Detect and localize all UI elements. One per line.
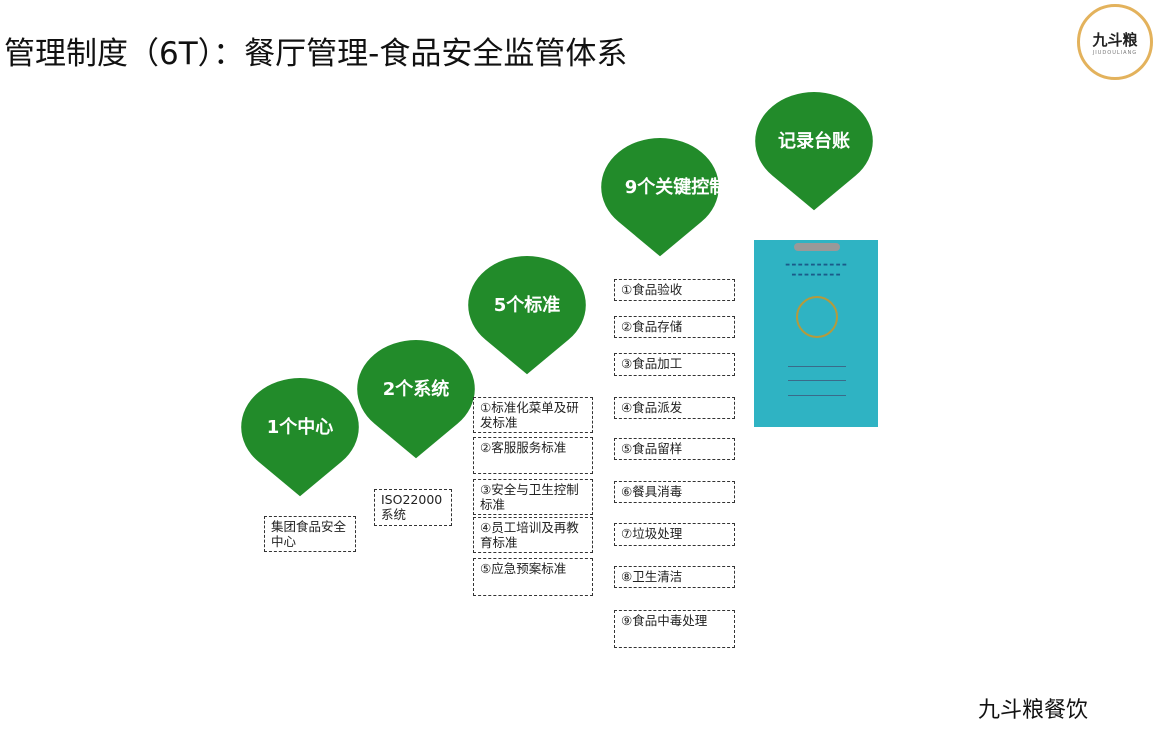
step-label: 5个标准 — [493, 294, 561, 316]
item-box: ⑤食品留样 — [614, 438, 735, 460]
item-box: ④员工培训及再教育标准 — [473, 517, 593, 553]
footer-brand: 九斗粮餐饮 — [978, 698, 1089, 723]
page-title: 管理制度（6T）：餐厅管理-食品安全监管体系 — [4, 36, 628, 72]
step-drop-center: 1个中心 — [216, 357, 384, 498]
step-label: 1个中心 — [266, 416, 334, 438]
item-box: ⑨食品中毒处理 — [614, 610, 735, 648]
record-ledger-photo: ▬ ▬ ▬ ▬ ▬ ▬ ▬ ▬ ▬ ▬ ▬ ▬ ▬ ▬ ▬ ▬ ▬ ▬ — [754, 240, 878, 427]
brand-logo: 九斗粮 JIUDOULIANG — [1077, 4, 1153, 80]
item-box: ⑦垃圾处理 — [614, 523, 735, 546]
step-label: 9个关键控制点 — [624, 176, 746, 198]
step-drop-records: 记录台账 — [730, 71, 898, 212]
step-drop-systems: 2个系统 — [332, 319, 500, 460]
item-box: ⑥餐具消毒 — [614, 481, 735, 503]
item-box: ③安全与卫生控制标准 — [473, 479, 593, 515]
item-box: ⑧卫生清洁 — [614, 566, 735, 588]
seal-icon — [796, 296, 838, 338]
item-box: ④食品派发 — [614, 397, 735, 419]
step-drop-control-points: 9个关键控制点 — [576, 117, 745, 258]
clip-icon — [794, 243, 840, 251]
item-box: ⑤应急预案标准 — [473, 558, 593, 596]
logo-subtitle: JIUDOULIANG — [1092, 49, 1138, 56]
step-label: 2个系统 — [382, 378, 450, 400]
step-drop-standards: 5个标准 — [443, 235, 611, 376]
item-box: ISO22000系统 — [374, 489, 452, 526]
logo-text: 九斗粮 — [1092, 30, 1138, 49]
item-box: 集团食品安全中心 — [264, 516, 356, 552]
item-box: ③食品加工 — [614, 353, 735, 376]
item-box: ①食品验收 — [614, 279, 735, 301]
item-box: ②客服服务标准 — [473, 437, 593, 474]
item-box: ①标准化菜单及研发标准 — [473, 397, 593, 433]
item-box: ②食品存储 — [614, 316, 735, 338]
step-label: 记录台账 — [778, 130, 850, 152]
